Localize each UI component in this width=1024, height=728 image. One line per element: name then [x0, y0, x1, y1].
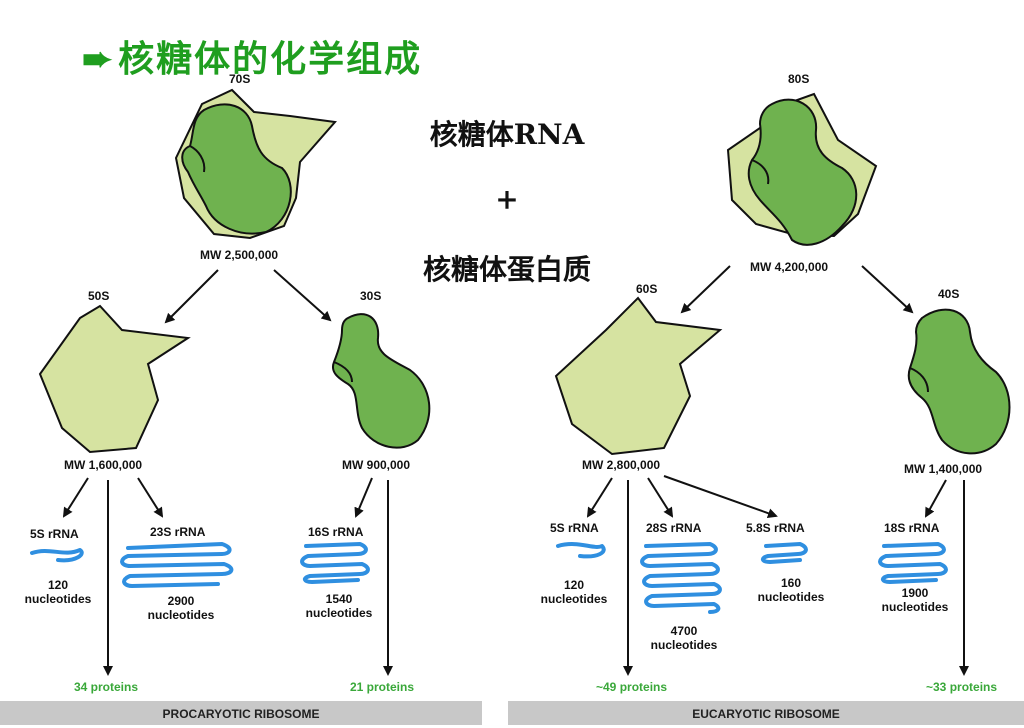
pro-16s-unit: nucleotides [305, 606, 373, 620]
rna-23s-pro [120, 542, 234, 588]
center-rna-text: 核糖体RNA [429, 118, 585, 151]
prokaryote-30s-shape [332, 313, 431, 449]
pro-large-proteins: 34 proteins [74, 680, 139, 694]
pro-23s-name: 23S rRNA [150, 525, 206, 539]
eukaryote-40s-shape [907, 308, 1011, 455]
euk-small-proteins: ~33 proteins [926, 680, 998, 694]
pro-70s-mw: MW 2,500,000 [200, 248, 279, 262]
center-protein-text: 核糖体蛋白质 [422, 253, 591, 286]
euk-28s-count: 4700 [670, 624, 698, 638]
arrow-right-icon: ➨ [82, 38, 115, 80]
pro-16s-name: 16S rRNA [308, 525, 364, 539]
euk-80s-label: 80S [788, 72, 810, 86]
prokaryote-arrows [62, 269, 393, 676]
center-plus-text: + [495, 183, 519, 216]
rna-58s-euk [761, 542, 808, 564]
page-title-text: 核糖体的化学组成 [118, 38, 423, 80]
pro-16s-count: 1540 [325, 592, 353, 606]
prokaryote-70s-shape [174, 88, 337, 240]
page-title: ➨核糖体的化学组成 [82, 30, 422, 82]
pro-70s-label: 70S [229, 72, 251, 86]
euk-18s-count: 1900 [901, 586, 929, 600]
pro-30s-mw: MW 900,000 [342, 458, 411, 472]
euk-large-proteins: ~49 proteins [596, 680, 668, 694]
pro-50s-label: 50S [88, 289, 110, 303]
prokaryote-50s-shape [38, 304, 191, 454]
euk-18s-unit: nucleotides [881, 600, 949, 614]
eukaryote-footer-bar: EUCARYOTIC RIBOSOME [508, 701, 1024, 725]
rna-18s-euk [878, 542, 948, 584]
rna-squiggles [30, 542, 948, 614]
euk-5s-unit: nucleotides [540, 592, 608, 606]
euk-5s-count: 120 [563, 578, 585, 592]
euk-40s-label: 40S [938, 287, 960, 301]
rna-16s-pro [300, 542, 370, 584]
pro-50s-mw: MW 1,600,000 [64, 458, 143, 472]
eukaryote-80s-shape [726, 92, 878, 246]
rna-5s-euk [556, 542, 606, 559]
euk-80s-mw: MW 4,200,000 [750, 260, 829, 274]
pro-5s-count: 120 [47, 578, 69, 592]
pro-23s-unit: nucleotides [147, 608, 215, 622]
euk-60s-mw: MW 2,800,000 [582, 458, 661, 472]
euk-5s-name: 5S rRNA [550, 521, 599, 535]
pro-23s-count: 2900 [167, 594, 195, 608]
rna-5s-pro [30, 548, 84, 563]
euk-58s-name: 5.8S rRNA [746, 521, 805, 535]
pro-5s-name: 5S rRNA [30, 527, 79, 541]
pro-5s-unit: nucleotides [24, 592, 92, 606]
pro-small-proteins: 21 proteins [350, 680, 415, 694]
euk-58s-unit: nucleotides [757, 590, 825, 604]
euk-28s-name: 28S rRNA [646, 521, 702, 535]
prokaryote-footer-bar: PROCARYOTIC RIBOSOME [0, 701, 482, 725]
euk-60s-label: 60S [636, 282, 658, 296]
eukaryote-60s-shape [554, 296, 723, 456]
eukaryote-arrows [586, 265, 969, 676]
euk-18s-name: 18S rRNA [884, 521, 940, 535]
euk-40s-mw: MW 1,400,000 [904, 462, 983, 476]
euk-28s-unit: nucleotides [650, 638, 718, 652]
pro-30s-label: 30S [360, 289, 382, 303]
rna-28s-euk [640, 542, 722, 614]
euk-58s-count: 160 [780, 576, 802, 590]
